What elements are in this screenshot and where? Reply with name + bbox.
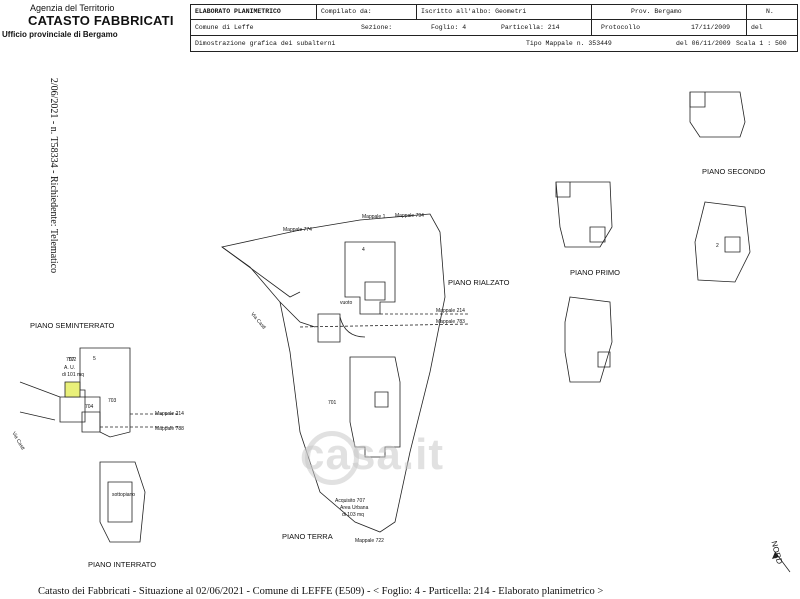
label-piano-rialzato: PIANO RIALZATO xyxy=(448,278,510,287)
label-sub-703: 703 xyxy=(108,398,117,404)
label-mappale-722: Mappale 722 xyxy=(355,538,384,544)
primo-lower-building xyxy=(564,296,613,383)
terra-building xyxy=(349,356,401,458)
footer-situation: Catasto dei Fabbricati - Situazione al 0… xyxy=(38,586,604,597)
dimostrazione: Dimostrazione grafica dei subalterni xyxy=(195,40,336,47)
label-interrato-txt: sottopiano xyxy=(112,492,136,498)
label-piano-seminterrato: PIANO SEMINTERRATO xyxy=(30,321,115,330)
office-name: Ufficio provinciale di Bergamo xyxy=(2,30,118,39)
agency-name: Agenzia del Territorio xyxy=(30,3,115,13)
label-mappale-783: Mappale 783 xyxy=(436,319,465,325)
secondo-building xyxy=(689,91,746,138)
tipo-mappale: Tipo Mappale n. 353449 xyxy=(526,40,612,47)
interrato-building xyxy=(99,461,146,543)
sezione: Sezione: xyxy=(361,24,393,31)
label-sub-701: 701 xyxy=(328,400,337,406)
label-au: A. U. xyxy=(64,365,76,371)
label-sub-4: 4 xyxy=(362,247,365,253)
label-mappale-788: Mappale 788 xyxy=(155,426,184,432)
label-sub-707: 707 xyxy=(66,357,75,363)
protocol-date: 17/11/2009 xyxy=(691,24,731,31)
province: Prov. Bergamo xyxy=(631,8,682,15)
secondo-lower-building xyxy=(694,201,751,283)
label-mappale-1: Mappale 1 xyxy=(362,214,386,220)
label-sub-5: 5 xyxy=(93,356,96,362)
doc-type: ELABORATO PLANIMETRICO xyxy=(195,8,281,15)
comune: Comune di Leffe xyxy=(195,24,254,31)
scale: Scala 1 : 500 xyxy=(736,40,787,47)
number-label: N. xyxy=(766,8,774,15)
primo-building xyxy=(555,181,613,248)
label-sub-704: 704 xyxy=(85,404,94,410)
watermark-logo-icon xyxy=(305,431,359,485)
label-mappale-774: Mappale 774 xyxy=(283,227,312,233)
protocol: Protocollo xyxy=(601,24,641,31)
site-plan-drawing xyxy=(19,91,791,573)
label-di103: di 103 mq xyxy=(342,512,364,518)
label-mappale-214: Mappale 214 xyxy=(436,308,465,314)
label-mappale-214-b: Mappale 214 xyxy=(155,411,184,417)
main-lot-outline xyxy=(221,213,446,533)
watermark-text: casa.it xyxy=(300,430,444,479)
label-area-urbana: Area Urbana xyxy=(340,505,369,511)
label-sub-702: 702 xyxy=(68,357,77,363)
label-piano-secondo: PIANO SECONDO xyxy=(702,167,766,176)
label-vuoto: vuoto xyxy=(340,300,353,306)
tipo-date: del 06/11/2009 xyxy=(676,40,731,47)
label-piano-primo: PIANO PRIMO xyxy=(570,268,621,277)
rialzato-building xyxy=(344,241,396,315)
seminterrato-building xyxy=(79,347,131,438)
agency-logo-block: Agenzia del Territorio CATASTO FABBRICAT… xyxy=(0,0,185,48)
registered: Iscritto all'albo: Geometri xyxy=(421,8,527,15)
label-piano-interrato: PIANO INTERRATO xyxy=(88,560,157,569)
compiled-by: Compilato da: xyxy=(321,8,372,15)
label-di101: di 101 mq xyxy=(62,372,84,378)
label-piano-terra: PIANO TERRA xyxy=(282,532,333,541)
label-acquisito: Acquisito 707 xyxy=(335,498,366,504)
particella: Particella: 214 xyxy=(501,24,560,31)
label-mappale-794: Mappale 794 xyxy=(395,213,424,219)
catasto-title: CATASTO FABBRICATI xyxy=(28,13,174,28)
header-table: ELABORATO PLANIMETRICO Compilato da: Isc… xyxy=(190,4,798,52)
protocol-del: del xyxy=(751,24,763,31)
foglio: Foglio: 4 xyxy=(431,24,467,31)
label-sub-2: 2 xyxy=(716,243,719,249)
